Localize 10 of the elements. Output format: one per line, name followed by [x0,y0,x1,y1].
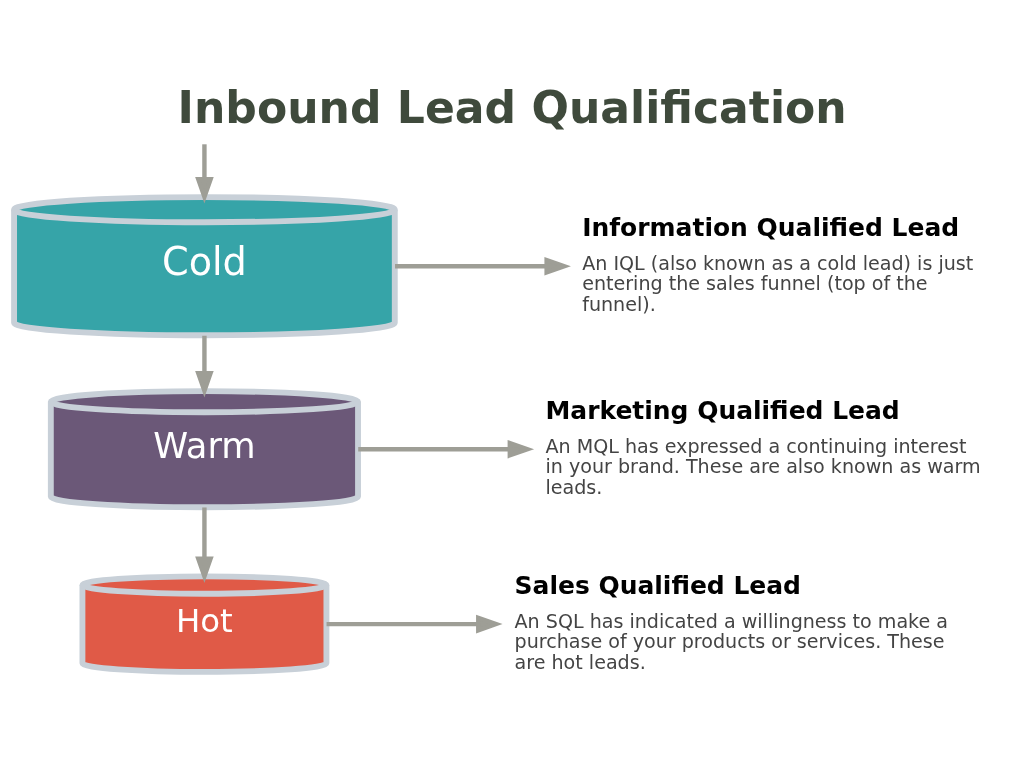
arrow [195,335,214,398]
arrow [195,144,214,204]
node-text: Information Qualified Lead An IQL (also known as a cold lead) is just entering the sales funnel (top of the funnel). [582,213,974,316]
node-text: Marketing Qualified Lead An MQL has expressed a continuing interest in your brand. These are also known as warm leads. [545,396,981,499]
node-text: Sales Qualified Lead An SQL has indicated a willingness to make a purchase of your products or services. These are hot leads. [514,571,949,674]
arrow [358,439,535,459]
arrow [395,256,571,276]
arrow [326,614,503,634]
diagram-title: Inbound Lead Qualification [177,81,847,133]
arrow [195,507,214,583]
